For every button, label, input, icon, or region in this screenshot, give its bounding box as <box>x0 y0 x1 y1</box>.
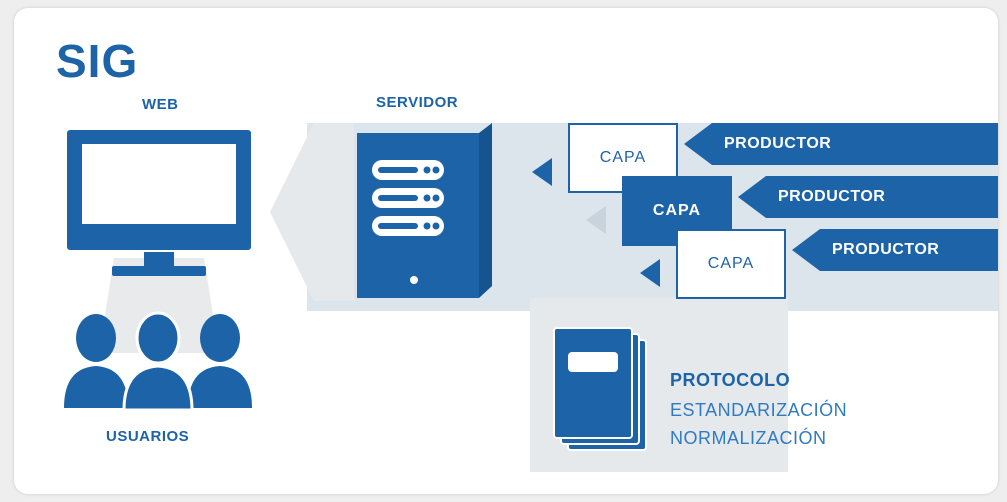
usuarios-label: USUARIOS <box>106 428 190 445</box>
server-icon <box>357 123 492 298</box>
monitor-icon <box>67 130 251 276</box>
web-label: WEB <box>142 96 179 113</box>
productor-banner-3: PRODUCTOR <box>792 229 998 271</box>
servidor-label: SERVIDOR <box>376 94 459 111</box>
diagram-card: SIG WEB SERVIDOR USUARIOS CAPA PRODUCTOR… <box>14 8 998 494</box>
book-icon <box>553 327 647 451</box>
diagram-graphics <box>64 123 660 451</box>
arrow-left-icon <box>532 158 660 287</box>
capa-box-3: CAPA <box>676 229 786 299</box>
protocol-title: PROTOCOLO <box>670 370 791 390</box>
productor-banner-2: PRODUCTOR <box>738 176 998 218</box>
flow-arrow-shape <box>270 123 354 301</box>
users-icon <box>64 311 252 412</box>
users-cone <box>99 258 219 353</box>
protocol-line-2: NORMALIZACIÓN <box>670 428 827 448</box>
productor-banner-1: PRODUCTOR <box>684 123 998 165</box>
protocol-line-1: ESTANDARIZACIÓN <box>670 400 848 420</box>
page-title: SIG <box>56 35 139 87</box>
